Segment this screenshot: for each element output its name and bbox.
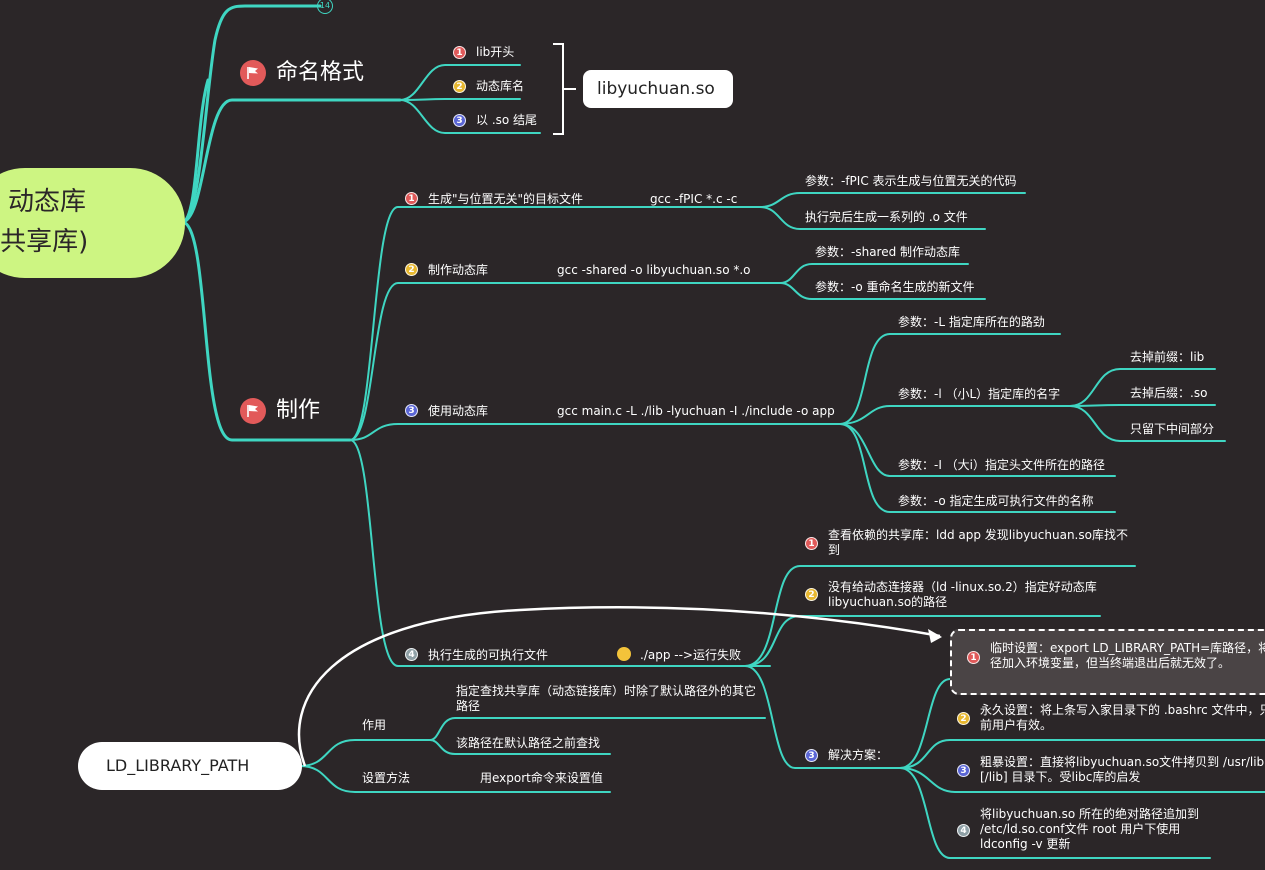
step2-command[interactable]: gcc -shared -o libyuchuan.so *.o bbox=[557, 263, 751, 277]
naming-item-3[interactable]: 以 .so 结尾 bbox=[476, 113, 538, 127]
priority-4-icon: 4 bbox=[957, 824, 970, 837]
step4-command[interactable]: ./app -->运行失败 bbox=[640, 648, 741, 662]
reason-1[interactable]: 查看依赖的共享库：ldd app 发现libyuchuan.so库找不到 bbox=[828, 528, 1128, 557]
step1-note-1[interactable]: 参数：-fPIC 表示生成与位置无关的代码 bbox=[805, 174, 1017, 188]
ld-library-path-node[interactable]: LD_LIBRARY_PATH bbox=[78, 742, 302, 790]
priority-2-icon: 2 bbox=[405, 263, 418, 276]
ld-setup-label[interactable]: 设置方法 bbox=[362, 771, 411, 785]
priority-2-icon: 2 bbox=[805, 588, 818, 601]
naming-example-node[interactable]: libyuchuan.so bbox=[583, 70, 733, 108]
solution-4[interactable]: 将libyuchuan.so 所在的绝对路径追加到 /etc/ld.so.con… bbox=[980, 807, 1199, 851]
step2-note-2[interactable]: 参数：-o 重命名生成的新文件 bbox=[815, 280, 975, 294]
step4-label[interactable]: 执行生成的可执行文件 bbox=[428, 648, 549, 662]
step3-label[interactable]: 使用动态库 bbox=[428, 404, 489, 418]
ld-role-2[interactable]: 该路径在默认路径之前查找 bbox=[456, 736, 601, 750]
priority-1-icon: 1 bbox=[405, 192, 418, 205]
solution-1[interactable]: 临时设置：export LD_LIBRARY_PATH=库路径，将当前路径加入环… bbox=[990, 641, 1265, 670]
step1-note-2[interactable]: 执行完后生成一系列的 .o 文件 bbox=[805, 210, 968, 224]
lib-name-note-3[interactable]: 只留下中间部分 bbox=[1130, 422, 1215, 436]
step1-label[interactable]: 生成"与位置无关"的目标文件 bbox=[428, 192, 584, 206]
reason-2[interactable]: 没有给动态连接器（ld -linux.so.2）指定好动态库 libyuchua… bbox=[828, 580, 1097, 609]
ld-library-path-title: LD_LIBRARY_PATH bbox=[106, 756, 250, 775]
lib-name-note-2[interactable]: 去掉后缀：.so bbox=[1130, 386, 1208, 400]
priority-3-icon: 3 bbox=[453, 114, 466, 127]
naming-example: libyuchuan.so bbox=[597, 79, 715, 99]
step3-note-3[interactable]: 参数：-I （大i）指定头文件所在的路径 bbox=[898, 458, 1106, 472]
step2-label[interactable]: 制作动态库 bbox=[428, 263, 489, 277]
step3-command[interactable]: gcc main.c -L ./lib -lyuchuan -I ./inclu… bbox=[557, 404, 835, 418]
worried-face-icon bbox=[617, 647, 631, 661]
naming-item-2[interactable]: 动态库名 bbox=[476, 79, 525, 93]
solution-3[interactable]: 粗暴设置：直接将libyuchuan.so文件拷贝到 /usr/lib 或者 [… bbox=[980, 755, 1265, 784]
priority-1-icon: 1 bbox=[805, 537, 818, 550]
priority-2-icon: 2 bbox=[957, 712, 970, 725]
step3-note-1[interactable]: 参数：-L 指定库所在的路劲 bbox=[898, 315, 1045, 329]
root-title-line1: 动态库 bbox=[8, 187, 87, 217]
step2-note-1[interactable]: 参数：-shared 制作动态库 bbox=[815, 245, 961, 259]
priority-2-icon: 2 bbox=[453, 80, 466, 93]
making-title[interactable]: 制作 bbox=[276, 398, 321, 423]
naming-title[interactable]: 命名格式 bbox=[276, 60, 365, 85]
ld-setup-value[interactable]: 用export命令来设置值 bbox=[480, 771, 603, 785]
step3-note-4[interactable]: 参数：-o 指定生成可执行文件的名称 bbox=[898, 494, 1094, 508]
priority-1-icon: 1 bbox=[453, 46, 466, 59]
priority-3-icon: 3 bbox=[805, 749, 818, 762]
flag-icon bbox=[240, 60, 266, 86]
priority-3-icon: 3 bbox=[405, 404, 418, 417]
priority-4-icon: 4 bbox=[405, 648, 418, 661]
solution-1-node[interactable] bbox=[950, 629, 1265, 695]
flag-icon bbox=[240, 398, 266, 424]
naming-item-1[interactable]: lib开头 bbox=[476, 45, 515, 59]
root-node[interactable]: 动态库 (共享库) bbox=[0, 168, 185, 278]
priority-3-icon: 3 bbox=[957, 764, 970, 777]
solution-label[interactable]: 解决方案： bbox=[828, 748, 889, 762]
solution-2[interactable]: 永久设置：将上条写入家目录下的 .bashrc 文件中，只对当前用户有效。 bbox=[980, 703, 1265, 732]
step3-note-2[interactable]: 参数：-l （小L）指定库的名字 bbox=[898, 387, 1061, 401]
lib-name-note-1[interactable]: 去掉前缀：lib bbox=[1130, 350, 1205, 364]
collapsed-count-badge[interactable]: 14 bbox=[317, 0, 333, 14]
root-title-line2: (共享库) bbox=[0, 227, 89, 257]
ld-role-1[interactable]: 指定查找共享库（动态链接库）时除了默认路径外的其它路径 bbox=[456, 684, 757, 713]
priority-1-icon: 1 bbox=[967, 651, 980, 664]
badge-count: 14 bbox=[319, 1, 331, 10]
step1-command[interactable]: gcc -fPIC *.c -c bbox=[650, 192, 738, 206]
ld-role-label[interactable]: 作用 bbox=[362, 718, 387, 732]
